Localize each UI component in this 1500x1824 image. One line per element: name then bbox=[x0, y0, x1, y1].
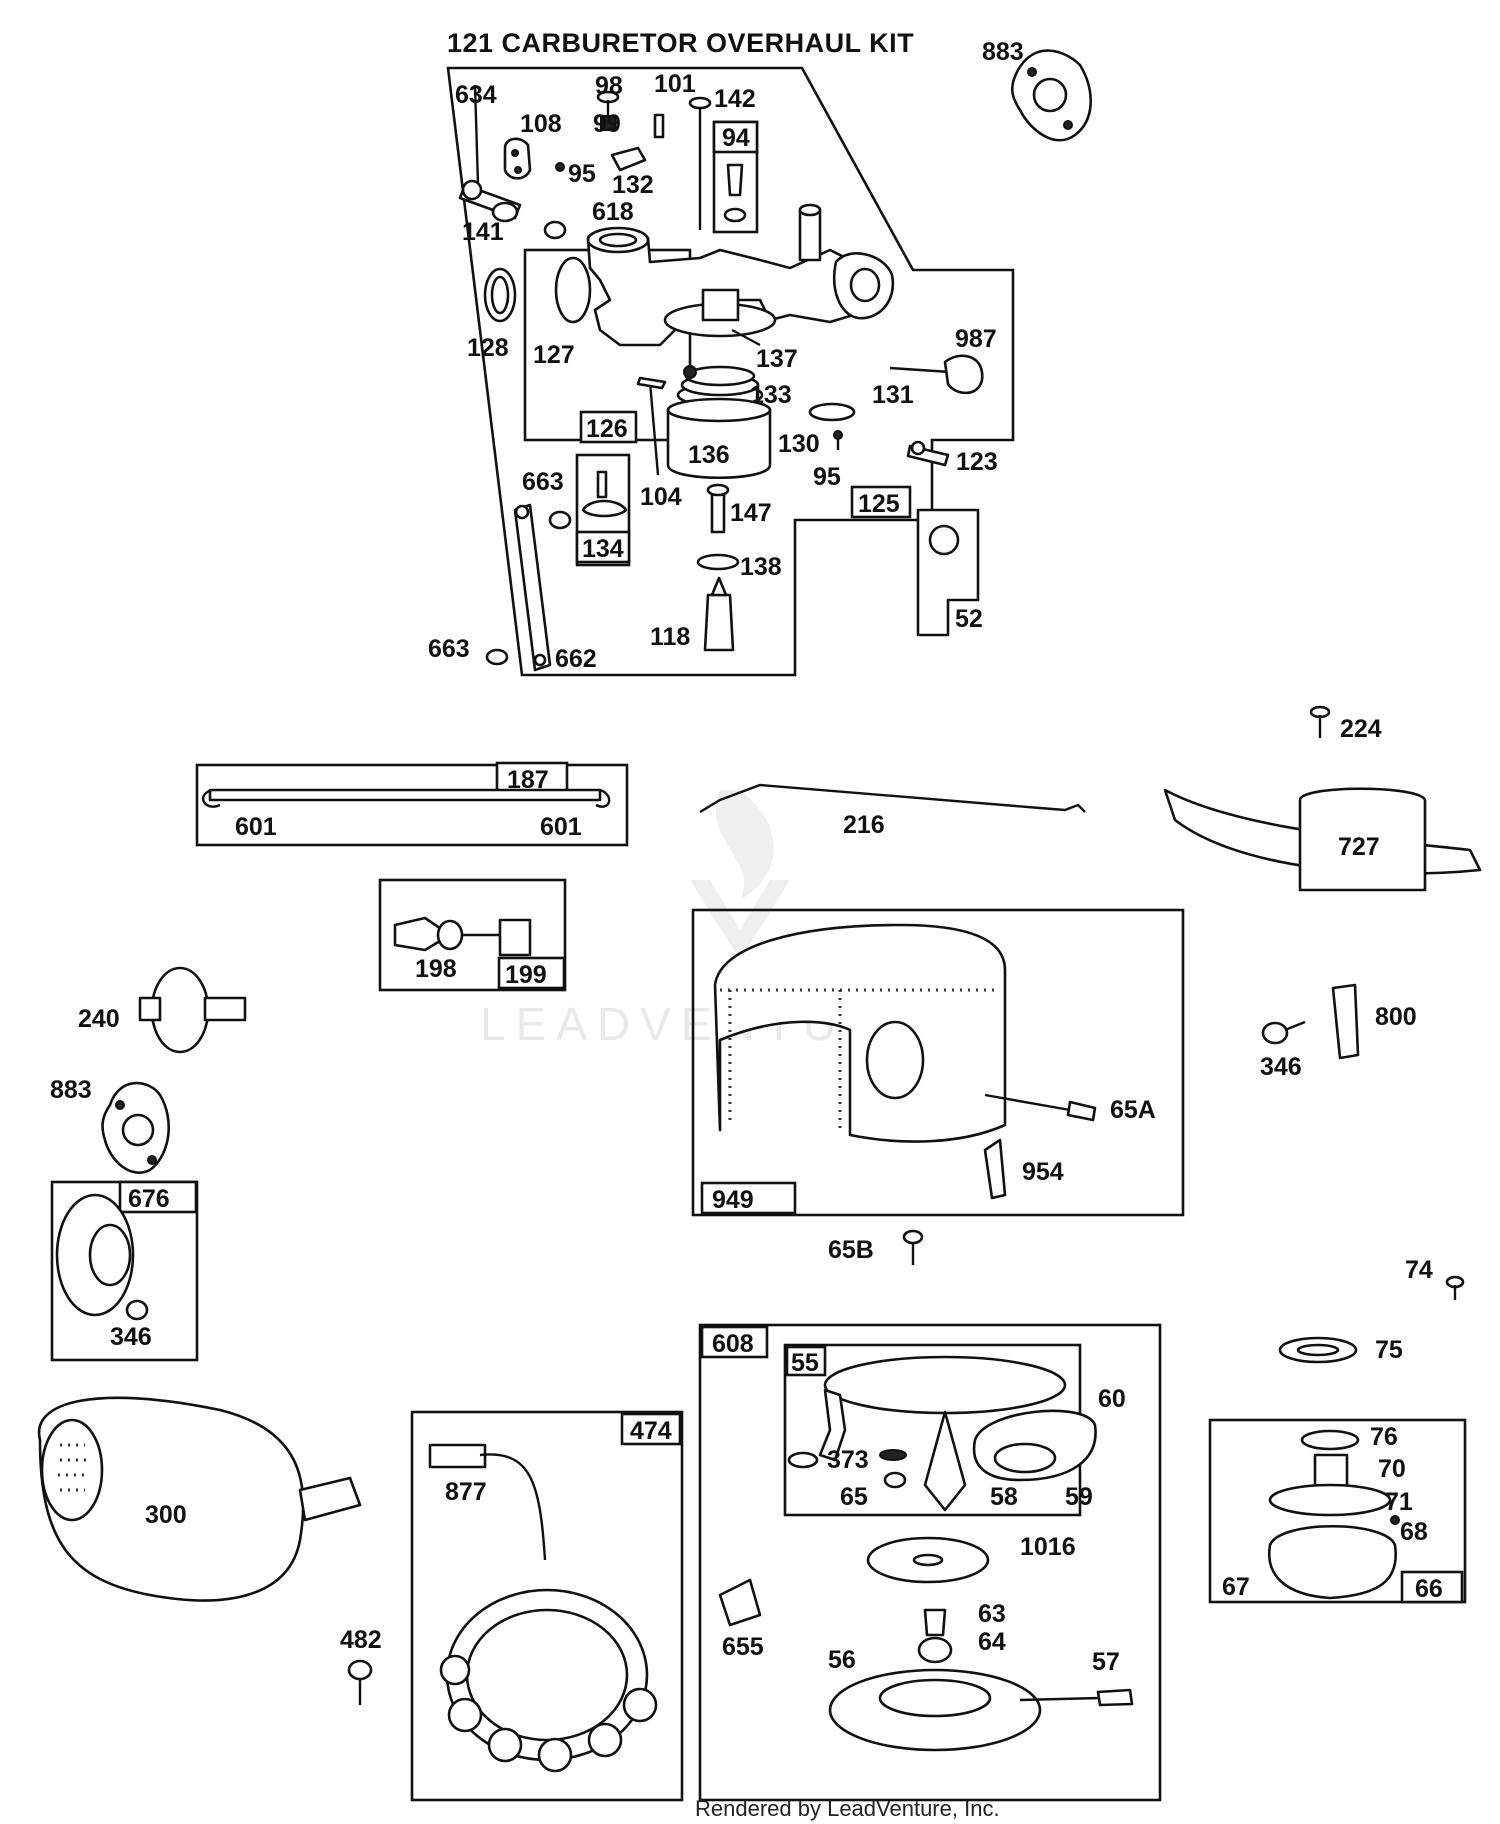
fuel-filter-240: 240 bbox=[78, 966, 247, 1054]
label-65: 65 bbox=[840, 1483, 868, 1511]
label-133: 133 bbox=[750, 381, 792, 409]
kit-box-134: 134 bbox=[582, 535, 624, 563]
label-662: 662 bbox=[555, 645, 597, 673]
kit-474-armature: 474 877 bbox=[410, 1410, 684, 1802]
footer-credit: Rendered by LeadVenture, Inc. bbox=[695, 1796, 1000, 1821]
kit-box-199: 199 bbox=[505, 961, 547, 989]
label-800: 800 bbox=[1375, 1003, 1417, 1031]
label-68: 68 bbox=[1400, 1518, 1428, 1546]
label-373: 373 bbox=[827, 1446, 869, 1474]
kit-box-676: 676 bbox=[128, 1185, 170, 1213]
label-95: 95 bbox=[568, 160, 596, 188]
kit-949-housing: 949 65A 954 bbox=[691, 908, 1185, 1217]
kit-box-66: 66 bbox=[1415, 1575, 1443, 1603]
kit-199-fittings: 199 198 bbox=[378, 878, 567, 992]
label-601: 601 bbox=[540, 813, 582, 841]
label-52: 52 bbox=[955, 605, 983, 633]
label-130: 130 bbox=[778, 430, 820, 458]
label-136: 136 bbox=[688, 441, 730, 469]
label-63: 63 bbox=[978, 1600, 1006, 1628]
kit-608-starter: 608 55 60 373 65 58 59 1016 63 64 655 bbox=[698, 1323, 1162, 1802]
label-137: 137 bbox=[756, 345, 798, 373]
label-101: 101 bbox=[654, 70, 696, 98]
label-131: 131 bbox=[872, 381, 914, 409]
label-141: 141 bbox=[462, 218, 504, 246]
label-224: 224 bbox=[1340, 715, 1382, 743]
label-216: 216 bbox=[843, 811, 885, 839]
label-142: 142 bbox=[714, 85, 756, 113]
label-75: 75 bbox=[1375, 1336, 1403, 1364]
kit-box-125: 125 bbox=[858, 490, 900, 518]
carburetor-kit-outline bbox=[446, 66, 1015, 677]
label-65B: 65B bbox=[828, 1236, 874, 1264]
label-95: 95 bbox=[813, 463, 841, 491]
label-70: 70 bbox=[1378, 1455, 1406, 1483]
label-883: 883 bbox=[982, 38, 1024, 66]
label-634: 634 bbox=[455, 81, 497, 109]
kit-676-adapter: 676 346 bbox=[50, 1180, 199, 1362]
label-346: 346 bbox=[110, 1323, 152, 1351]
part-727-guard: 224 727 bbox=[1163, 705, 1482, 892]
label-104: 104 bbox=[640, 483, 682, 511]
label-727: 727 bbox=[1338, 833, 1380, 861]
label-132: 132 bbox=[612, 171, 654, 199]
carburetor-assembly bbox=[458, 84, 984, 672]
kit-187-rod: 187 601 601 bbox=[195, 761, 629, 847]
label-147: 147 bbox=[730, 499, 772, 527]
label-60: 60 bbox=[1098, 1385, 1126, 1413]
label-482: 482 bbox=[340, 1626, 382, 1654]
kit-66-clutch: 66 76 70 71 68 67 bbox=[1208, 1418, 1467, 1604]
label-56: 56 bbox=[828, 1646, 856, 1674]
label-987: 987 bbox=[955, 325, 997, 353]
link-216: 216 bbox=[699, 783, 1086, 839]
muffler-300: 300 bbox=[37, 1396, 362, 1602]
screw-482: 482 bbox=[340, 1626, 382, 1705]
label-108: 108 bbox=[520, 110, 562, 138]
label-65A: 65A bbox=[1110, 1096, 1156, 1124]
gasket-883-top bbox=[1010, 49, 1092, 142]
label-663: 663 bbox=[428, 635, 470, 663]
kit-box-474: 474 bbox=[630, 1417, 672, 1445]
label-58: 58 bbox=[990, 1483, 1018, 1511]
label-655: 655 bbox=[722, 1633, 764, 1661]
kit-box-949: 949 bbox=[712, 1186, 754, 1214]
label-601: 601 bbox=[235, 813, 277, 841]
label-1016: 1016 bbox=[1020, 1533, 1076, 1561]
carburetor-kit-boxes: 94 126 125 134 bbox=[579, 124, 912, 563]
diagram-title: 121 CARBURETOR OVERHAUL KIT bbox=[447, 28, 914, 58]
parts-346-800: 346 800 bbox=[1260, 983, 1417, 1081]
label-71: 71 bbox=[1385, 1488, 1413, 1516]
label-127: 127 bbox=[533, 341, 575, 369]
label-138: 138 bbox=[740, 553, 782, 581]
label-99: 99 bbox=[593, 110, 621, 138]
label-300: 300 bbox=[145, 1501, 187, 1529]
label-74: 74 bbox=[1405, 1256, 1433, 1284]
label-59: 59 bbox=[1065, 1483, 1093, 1511]
label-57: 57 bbox=[1092, 1648, 1120, 1676]
label-198: 198 bbox=[415, 955, 457, 983]
label-618: 618 bbox=[592, 198, 634, 226]
kit-box-608: 608 bbox=[712, 1330, 754, 1358]
label-98: 98 bbox=[595, 72, 623, 100]
parts-74-75: 74 75 bbox=[1278, 1256, 1465, 1364]
label-118: 118 bbox=[650, 623, 690, 651]
label-954: 954 bbox=[1022, 1158, 1064, 1186]
kit-box-94: 94 bbox=[722, 124, 750, 152]
label-877: 877 bbox=[445, 1478, 487, 1506]
label-76: 76 bbox=[1370, 1423, 1398, 1451]
screw-65B: 65B bbox=[828, 1229, 924, 1265]
label-883: 883 bbox=[50, 1076, 92, 1104]
label-346: 346 bbox=[1260, 1053, 1302, 1081]
label-663: 663 bbox=[522, 468, 564, 496]
label-240: 240 bbox=[78, 1005, 120, 1033]
kit-box-126: 126 bbox=[586, 415, 628, 443]
carburetor-labels: 883 634 98 101 142 99 108 95 132 618 141… bbox=[428, 38, 1024, 673]
label-67: 67 bbox=[1222, 1573, 1250, 1601]
kit-box-55: 55 bbox=[791, 1349, 819, 1377]
label-123: 123 bbox=[956, 448, 998, 476]
label-128: 128 bbox=[467, 334, 509, 362]
label-64: 64 bbox=[978, 1628, 1006, 1656]
gasket-883-bottom: 883 bbox=[50, 1076, 171, 1174]
